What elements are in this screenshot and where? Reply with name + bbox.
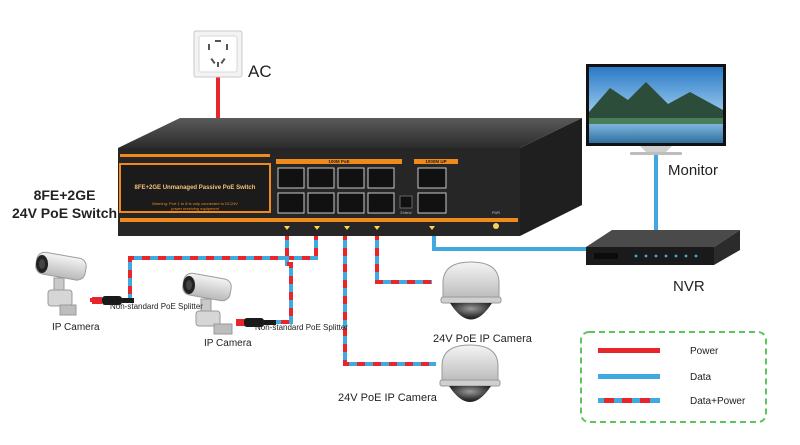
dome-camera-2-icon (439, 344, 501, 402)
poe-camera-1-label: 24V PoE IP Camera (433, 333, 532, 345)
switch-warning-line1: Warning: Port 1 to 8 is only connected t… (152, 201, 238, 206)
poe-cable-24v-camera-1 (375, 232, 432, 284)
legend-power-label: Power (690, 346, 719, 357)
ac-power-cable (216, 77, 220, 125)
poe-cable-ip-camera-2 (250, 232, 293, 324)
poe-splitter-2 (236, 318, 276, 327)
poe-cable-24v-camera-2 (343, 232, 436, 366)
switch-warning-line2: power receiving equipment (171, 206, 220, 211)
switch-nvr-data-cable (432, 233, 587, 251)
poe-switch: 8FE+2GE Unmanaged Passive PoE Switch War… (118, 118, 582, 236)
monitor-nvr-data-cable (654, 152, 658, 232)
monitor-label: Monitor (668, 162, 719, 179)
legend-power-swatch (598, 348, 660, 353)
switch-group-uplink-label: 1000M UP (425, 159, 446, 164)
ac-label: AC (248, 62, 272, 81)
splitter-1-label: Non-standard PoE Splitter (110, 302, 203, 311)
bullet-camera-1-icon (35, 251, 87, 316)
dome-camera-1-icon (440, 261, 502, 320)
splitter-2-label: Non-standard PoE Splitter (255, 323, 348, 332)
switch-label-line1: 8FE+2GE (33, 187, 96, 203)
ip-camera-2-label: IP Camera (204, 338, 252, 349)
extend-label: Extend (401, 211, 412, 215)
poe-splitter-1 (92, 296, 134, 305)
nvr-label: NVR (673, 278, 705, 295)
switch-poe-ports (277, 167, 395, 214)
switch-label-line2: 24V PoE Switch (12, 205, 118, 221)
switch-label: 8FE+2GE 24V PoE Switch (12, 186, 117, 222)
legend-data-label: Data (690, 372, 712, 383)
bullet-camera-2-icon (182, 272, 233, 335)
poe-camera-2-label: 24V PoE IP Camera (338, 392, 437, 404)
legend-border (580, 331, 767, 423)
legend (580, 331, 767, 423)
wall-outlet-icon (193, 30, 243, 78)
monitor-icon (586, 64, 726, 155)
legend-data-swatch (598, 374, 660, 379)
legend-data-power-label: Data+Power (690, 396, 746, 407)
nvr-icon (586, 230, 740, 265)
extend-switch-button (399, 195, 413, 209)
switch-product-name: 8FE+2GE Unmanaged Passive PoE Switch (135, 185, 256, 191)
pwr-label: PWR (492, 211, 501, 215)
switch-group-poe-label: 100M PoE (328, 159, 349, 164)
power-indicator-icon (493, 223, 499, 229)
ip-camera-1-label: IP Camera (52, 322, 100, 333)
switch-uplink-ports (417, 167, 447, 214)
